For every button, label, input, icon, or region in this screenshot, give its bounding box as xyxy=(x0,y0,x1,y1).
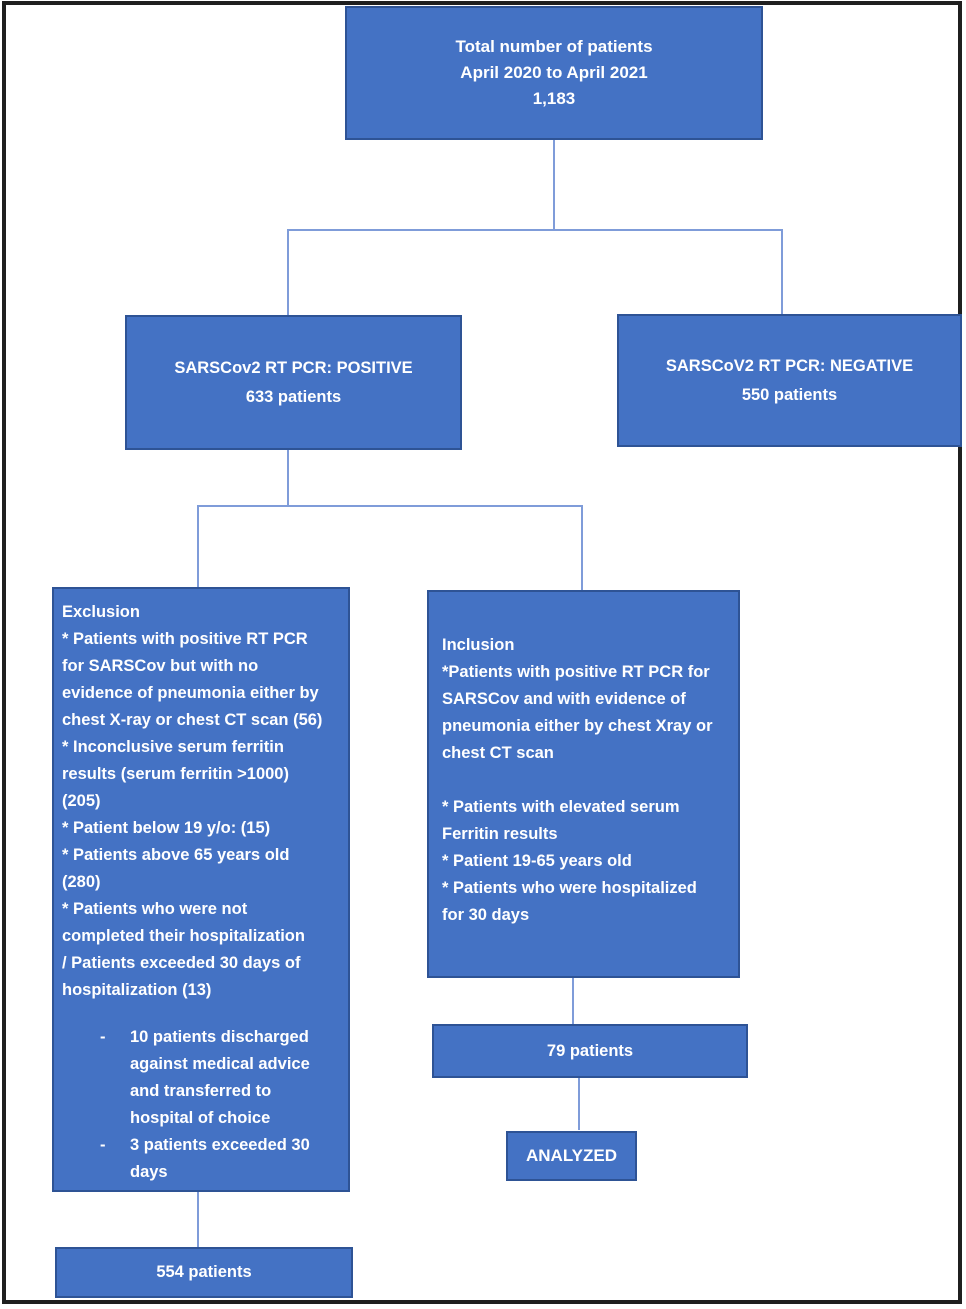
total-patients-box: Total number of patients April 2020 to A… xyxy=(345,6,763,140)
pcr-negative-box: SARSCoV2 RT PCR: NEGATIVE 550 patients xyxy=(617,314,962,447)
included-count-box: 79 patients xyxy=(432,1024,748,1078)
exclusion-criteria-box: Exclusion * Patients with positive RT PC… xyxy=(52,587,350,1192)
dash-bullet: - xyxy=(100,1028,106,1046)
list-item-text: 10 patients discharged against medical a… xyxy=(130,1028,310,1127)
connector-level1-horizontal xyxy=(287,229,783,231)
list-item: - 3 patients exceeded 30 days xyxy=(100,1132,342,1186)
list-item: - 10 patients discharged against medical… xyxy=(100,1024,342,1132)
connector-inclusion-to-count xyxy=(572,978,574,1024)
exclusion-sub-list: - 10 patients discharged against medical… xyxy=(100,1024,342,1186)
connector-to-negative xyxy=(781,229,783,314)
connector-level2-horizontal xyxy=(197,505,583,507)
connector-to-positive xyxy=(287,229,289,315)
analyzed-box: ANALYZED xyxy=(506,1131,637,1181)
excluded-count-box: 554 patients xyxy=(55,1247,353,1298)
connector-to-inclusion xyxy=(581,505,583,590)
list-item-text: 3 patients exceeded 30 days xyxy=(130,1136,310,1181)
connector-exclusion-to-count xyxy=(197,1192,199,1247)
connector-to-exclusion xyxy=(197,505,199,587)
inclusion-criteria-box: Inclusion *Patients with positive RT PCR… xyxy=(427,590,740,978)
connector-count-to-analyzed xyxy=(578,1078,580,1130)
pcr-positive-box: SARSCov2 RT PCR: POSITIVE 633 patients xyxy=(125,315,462,450)
connector-positive-down xyxy=(287,450,289,505)
connector-total-down xyxy=(553,140,555,229)
exclusion-criteria-text: Exclusion * Patients with positive RT PC… xyxy=(62,603,323,999)
dash-bullet: - xyxy=(100,1136,106,1154)
